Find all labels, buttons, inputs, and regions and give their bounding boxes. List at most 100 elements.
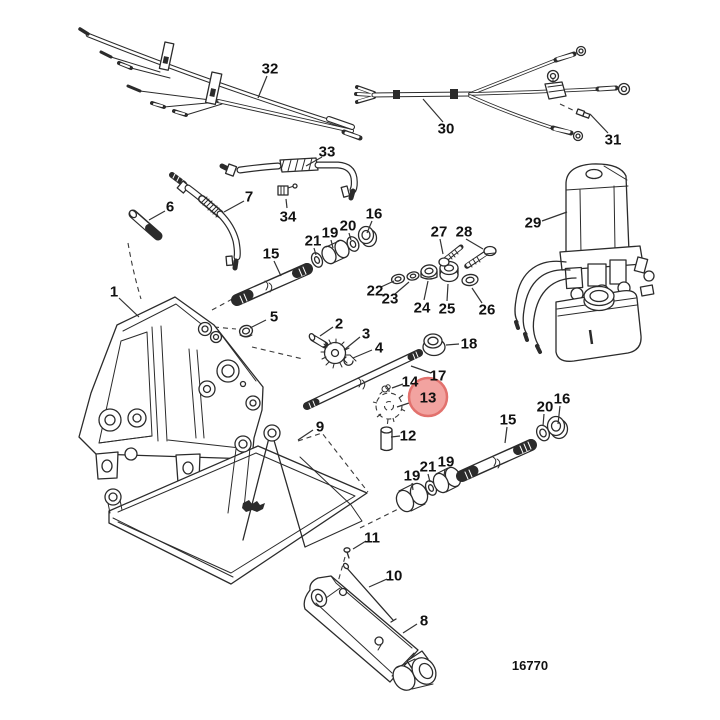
callout-label-31: 31 bbox=[605, 132, 622, 149]
part-26-washer bbox=[461, 273, 479, 287]
part-16-lower-locknut bbox=[546, 415, 569, 440]
callout-label-3: 3 bbox=[362, 326, 370, 343]
part-14-retainer-clip bbox=[379, 384, 391, 395]
callout-20-lower[interactable]: 20 bbox=[537, 399, 554, 427]
callout-label-14: 14 bbox=[402, 374, 419, 391]
leader-line bbox=[446, 283, 449, 302]
part-17-tilt-rod bbox=[303, 349, 423, 410]
callout-27[interactable]: 27 bbox=[431, 224, 448, 255]
callout-label-19-lower-left: 19 bbox=[404, 468, 421, 485]
leader-line bbox=[305, 156, 323, 167]
callout-32[interactable]: 32 bbox=[257, 61, 278, 99]
callout-26[interactable]: 26 bbox=[471, 287, 495, 319]
callout-29[interactable]: 29 bbox=[525, 211, 568, 232]
callout-21-upper[interactable]: 21 bbox=[305, 233, 322, 256]
callout-6[interactable]: 6 bbox=[148, 199, 174, 221]
callout-18[interactable]: 18 bbox=[445, 336, 477, 353]
part-5-plug bbox=[238, 324, 254, 338]
callout-19-lower-left[interactable]: 19 bbox=[404, 468, 421, 491]
leader-line bbox=[390, 435, 401, 438]
leader-line bbox=[348, 232, 352, 241]
callout-4[interactable]: 4 bbox=[352, 340, 384, 359]
highlight-circle[interactable] bbox=[407, 376, 449, 418]
callout-3[interactable]: 3 bbox=[343, 326, 370, 351]
leader-line bbox=[427, 473, 431, 483]
callout-22[interactable]: 22 bbox=[367, 280, 395, 300]
callout-8[interactable]: 8 bbox=[402, 613, 428, 634]
leader-line bbox=[249, 319, 267, 329]
leader-line bbox=[285, 198, 288, 209]
callout-19-upper[interactable]: 19 bbox=[322, 225, 339, 249]
callout-30[interactable]: 30 bbox=[422, 98, 454, 138]
leader-line bbox=[257, 75, 268, 99]
callout-label-20-lower: 20 bbox=[537, 399, 554, 416]
part-4-retainer-clip bbox=[343, 354, 357, 366]
leader-line bbox=[148, 210, 166, 221]
leader-line bbox=[394, 281, 410, 295]
callout-31[interactable]: 31 bbox=[589, 113, 622, 149]
callout-layer: 1234567891011121314151516161718191919202… bbox=[110, 61, 622, 634]
callout-15-upper[interactable]: 15 bbox=[263, 246, 282, 277]
callout-2[interactable]: 2 bbox=[319, 316, 343, 337]
leader-line bbox=[422, 98, 444, 123]
part-15-lower-pivot-pin bbox=[456, 439, 537, 482]
leader-line bbox=[297, 429, 314, 441]
callout-label-10: 10 bbox=[386, 568, 403, 585]
callout-label-6: 6 bbox=[166, 199, 174, 216]
callout-label-27: 27 bbox=[431, 224, 448, 241]
callout-15-lower[interactable]: 15 bbox=[500, 412, 517, 444]
callout-label-19-upper: 19 bbox=[322, 225, 339, 242]
callout-12[interactable]: 12 bbox=[390, 428, 416, 445]
part-12-spacer bbox=[380, 426, 393, 452]
callout-33[interactable]: 33 bbox=[305, 144, 335, 167]
callout-label-34: 34 bbox=[280, 209, 297, 226]
leader-line bbox=[391, 383, 404, 389]
callout-5[interactable]: 5 bbox=[249, 309, 278, 329]
callout-17[interactable]: 17 bbox=[410, 365, 447, 385]
callout-34[interactable]: 34 bbox=[280, 198, 297, 226]
callout-20-upper[interactable]: 20 bbox=[340, 218, 357, 241]
part-3-gear-washer bbox=[320, 338, 351, 369]
callout-16-lower[interactable]: 16 bbox=[554, 391, 571, 425]
callout-1[interactable]: 1 bbox=[110, 284, 140, 318]
leader-line bbox=[380, 280, 395, 288]
part-18-locknut bbox=[422, 333, 446, 357]
callout-label-21-lower: 21 bbox=[420, 459, 437, 476]
callout-label-16-lower: 16 bbox=[554, 391, 571, 408]
callout-25[interactable]: 25 bbox=[439, 283, 456, 318]
part-1-transom-bracket bbox=[78, 296, 264, 484]
leader-line bbox=[423, 280, 429, 301]
callout-23[interactable]: 23 bbox=[382, 281, 410, 308]
callout-28[interactable]: 28 bbox=[456, 224, 484, 250]
part-16-upper-locknut bbox=[357, 225, 378, 248]
part-25-locknut bbox=[439, 260, 459, 283]
callout-14[interactable]: 14 bbox=[391, 374, 419, 391]
leader-line bbox=[443, 468, 446, 477]
callout-label-17: 17 bbox=[430, 368, 447, 385]
figure-number: 16770 bbox=[512, 658, 548, 673]
part-34-clamp bbox=[277, 183, 298, 196]
callout-7[interactable]: 7 bbox=[223, 189, 253, 213]
callout-24[interactable]: 24 bbox=[414, 280, 431, 317]
part-19-upper-bushing bbox=[321, 239, 350, 265]
callout-9[interactable]: 9 bbox=[297, 419, 324, 441]
callout-label-9: 9 bbox=[316, 419, 324, 436]
leader-line bbox=[366, 220, 373, 234]
callout-10[interactable]: 10 bbox=[368, 568, 403, 588]
leader-line bbox=[352, 540, 367, 550]
callout-label-21-upper: 21 bbox=[305, 233, 322, 250]
part-6-stud bbox=[128, 209, 163, 241]
callout-21-lower[interactable]: 21 bbox=[420, 459, 437, 483]
callout-label-24: 24 bbox=[414, 300, 431, 317]
callout-19-lower-right[interactable]: 19 bbox=[438, 454, 455, 477]
callout-label-4: 4 bbox=[375, 340, 384, 357]
part-13-gear-hidden bbox=[372, 388, 406, 423]
callout-13[interactable]: 13 bbox=[396, 376, 449, 418]
leader-line bbox=[223, 200, 245, 213]
callout-16-upper[interactable]: 16 bbox=[366, 206, 383, 234]
callout-11[interactable]: 11 bbox=[352, 530, 380, 550]
part-23-washer bbox=[406, 271, 420, 281]
part-27-bolt bbox=[438, 244, 464, 267]
part-11-screw bbox=[343, 547, 351, 559]
